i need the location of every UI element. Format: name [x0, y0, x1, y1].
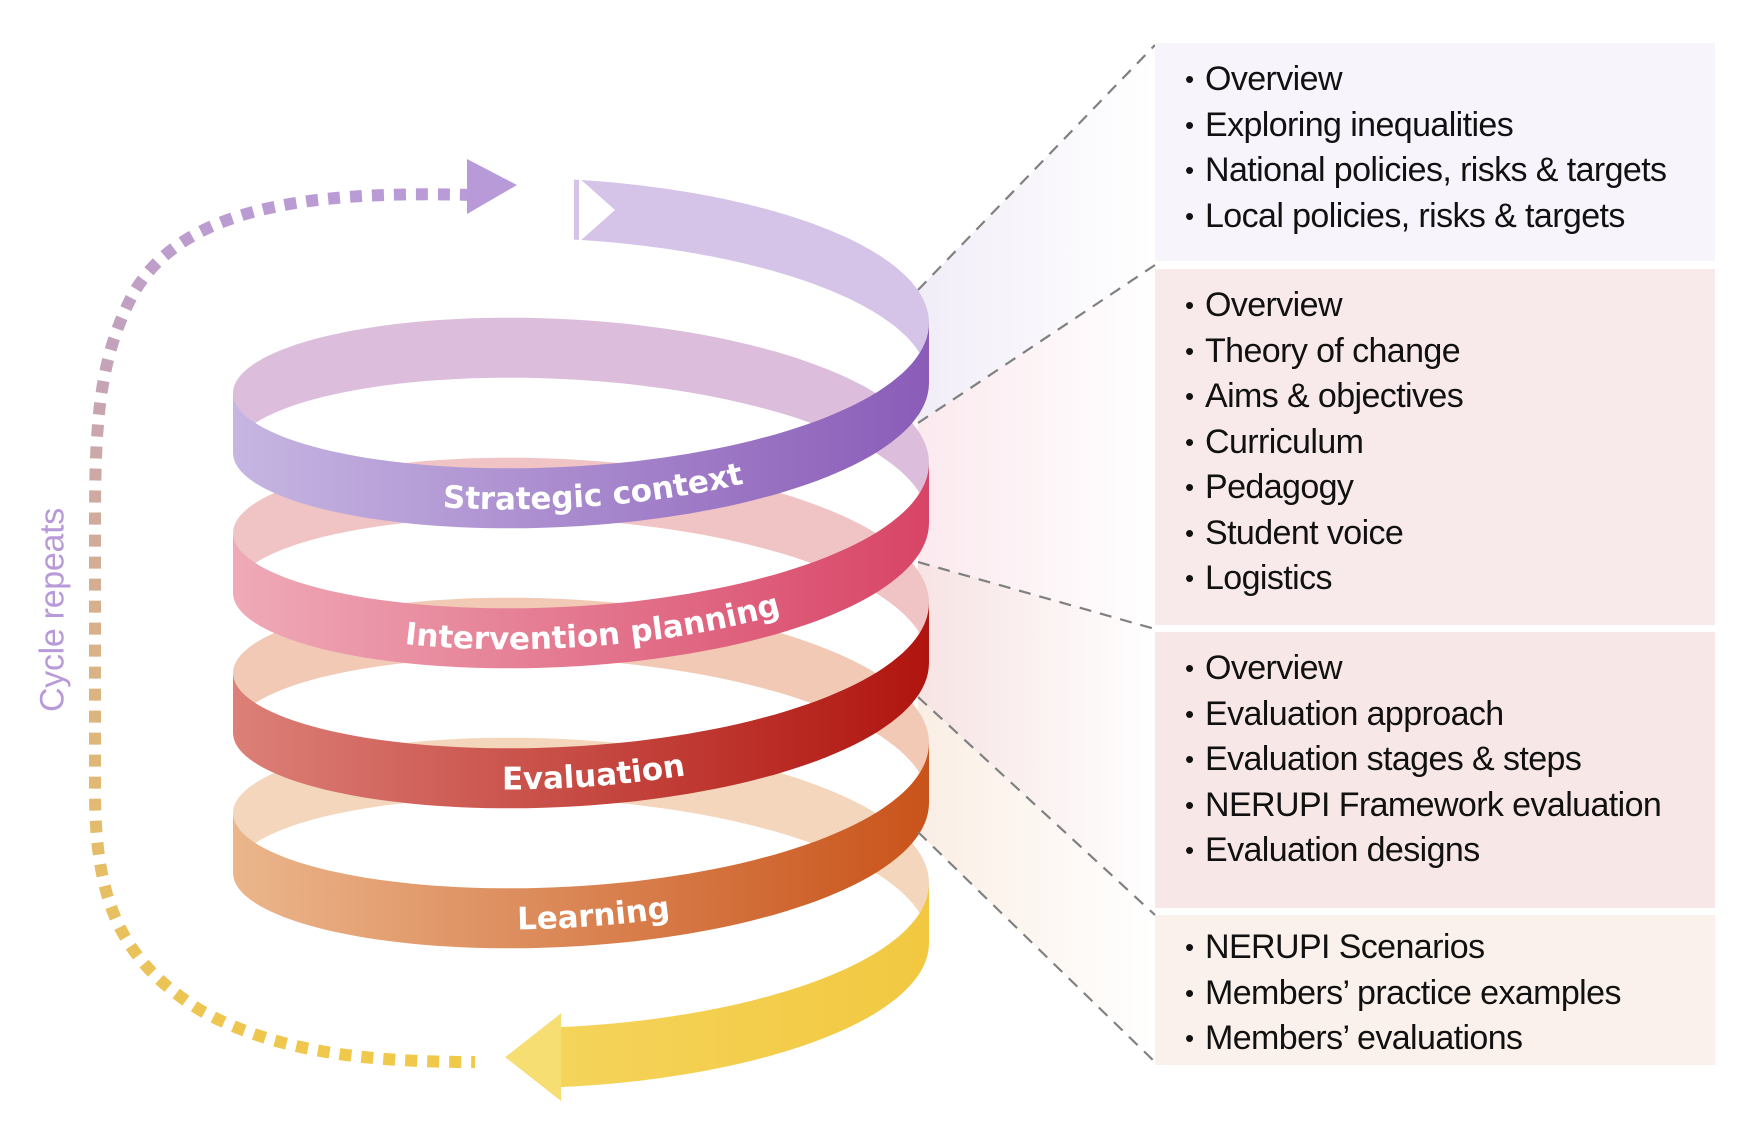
list-item[interactable]: • Logistics	[1185, 556, 1715, 602]
spiral-front-arcs	[233, 323, 929, 1102]
bullet-icon: •	[1185, 426, 1194, 457]
list-item-label: Aims & objectives	[1205, 377, 1464, 415]
panel-intervention-planning: • Overview • Theory of change • Aims & obje…	[1155, 269, 1715, 625]
list-item-label: Overview	[1205, 60, 1343, 98]
bullet-icon: •	[1185, 290, 1194, 320]
bullet-icon: •	[1185, 381, 1194, 411]
bullet-icon: •	[1185, 1023, 1194, 1053]
bullet-icon: •	[1185, 563, 1194, 593]
list-item-label: Members’ evaluations	[1205, 1019, 1523, 1057]
list-item-label: Evaluation stages & steps	[1205, 740, 1582, 778]
list-item[interactable]: • Pedagogy	[1185, 465, 1715, 511]
list-item-label: Evaluation approach	[1205, 694, 1504, 733]
dotted-cycle-path	[89, 188, 476, 1068]
list-item-label: Evaluation designs	[1205, 831, 1480, 869]
bullet-icon: •	[1185, 698, 1194, 729]
arrowhead-left-icon	[505, 1013, 562, 1102]
wedge-intervention-planning	[918, 265, 1155, 629]
bullet-icon: •	[1185, 932, 1194, 962]
list-item-label: Logistics	[1205, 559, 1332, 597]
list-item[interactable]: • National policies, risks & targets	[1185, 148, 1715, 194]
bullet-icon: •	[1185, 155, 1194, 185]
bullet-icon: •	[1185, 64, 1194, 94]
list-item[interactable]: • Overview	[1185, 57, 1715, 103]
bullet-icon: •	[1185, 789, 1194, 820]
list-item[interactable]: • Evaluation designs	[1185, 828, 1715, 874]
list-item[interactable]: • Members’ practice examples	[1185, 971, 1715, 1017]
spiral-start-band	[574, 179, 929, 386]
connector-dashed-lines	[917, 44, 1156, 1063]
bullet-icon: •	[1185, 977, 1194, 1008]
panel-strategic-context: • Overview • Exploring inequalities • Natio…	[1155, 43, 1715, 261]
bullet-icon: •	[1185, 200, 1194, 231]
wedge-evaluation	[918, 562, 1155, 915]
dashed-connector-line	[917, 44, 1156, 291]
spiral-back-arc	[233, 317, 929, 526]
spiral-front-arc	[233, 743, 929, 949]
dashed-connector-line	[917, 696, 1156, 916]
bullet-icon: •	[1185, 335, 1194, 366]
list-item-label: Curriculum	[1205, 422, 1364, 461]
list-item[interactable]: • Curriculum	[1185, 420, 1715, 466]
list-item-label: Student voice	[1205, 513, 1404, 552]
arrowhead-right-icon	[467, 159, 517, 214]
list-item[interactable]: • Evaluation approach	[1185, 692, 1715, 738]
list-item[interactable]: • Overview	[1185, 283, 1715, 329]
bullet-icon: •	[1185, 653, 1194, 683]
list-item[interactable]: • Overview	[1185, 646, 1715, 692]
list-item[interactable]: • Evaluation stages & steps	[1185, 737, 1715, 783]
list-item-label: NERUPI Scenarios	[1205, 928, 1485, 966]
list-item-label: Overview	[1205, 286, 1343, 324]
panel-evaluation: • Overview • Evaluation approach • Evaluati…	[1155, 632, 1715, 908]
bullet-icon: •	[1185, 744, 1194, 774]
spiral-front-arc	[233, 463, 929, 669]
list-item[interactable]: • Student voice	[1185, 511, 1715, 557]
list-item-label: Members’ practice examples	[1205, 973, 1621, 1012]
spiral-end-arc	[559, 883, 929, 1088]
dashed-connector-line	[917, 264, 1156, 424]
panel-list: • Overview • Exploring inequalities • Natio…	[1185, 57, 1715, 239]
panel-list: • Overview • Theory of change • Aims & obje…	[1185, 283, 1715, 602]
bullet-icon: •	[1185, 835, 1194, 865]
list-item-label: Theory of change	[1205, 331, 1461, 370]
list-item-label: Overview	[1205, 649, 1343, 687]
bullet-icon: •	[1185, 472, 1194, 502]
panel-list: • Overview • Evaluation approach • Evaluati…	[1185, 646, 1715, 874]
list-item-label: NERUPI Framework evaluation	[1205, 785, 1662, 824]
list-item-label: Pedagogy	[1205, 468, 1354, 506]
cycle-repeats-dotted-arrow	[89, 159, 517, 1068]
list-item[interactable]: • Members’ evaluations	[1185, 1016, 1715, 1062]
list-item[interactable]: • Theory of change	[1185, 329, 1715, 375]
list-item[interactable]: • NERUPI Scenarios	[1185, 925, 1715, 971]
connector-wedges	[918, 45, 1155, 1062]
list-item[interactable]: • Local policies, risks & targets	[1185, 194, 1715, 240]
wedge-learning	[918, 697, 1155, 1062]
panel-learning: • NERUPI Scenarios • Members’ practice exa…	[1155, 915, 1715, 1065]
bullet-icon: •	[1185, 517, 1194, 548]
list-item[interactable]: • Aims & objectives	[1185, 374, 1715, 420]
panel-list: • NERUPI Scenarios • Members’ practice exa…	[1185, 925, 1715, 1062]
band-tail-notch	[579, 178, 615, 242]
dashed-connector-line	[917, 831, 1156, 1063]
cycle-repeats-label: Cycle repeats	[33, 508, 72, 712]
list-item[interactable]: • Exploring inequalities	[1185, 103, 1715, 149]
bullet-icon: •	[1185, 109, 1194, 140]
spiral-front-arc	[233, 323, 929, 529]
wedge-strategic-context	[918, 45, 1155, 423]
spiral-front-arc	[233, 603, 929, 809]
list-item-label: National policies, risks & targets	[1205, 151, 1667, 189]
list-item[interactable]: • NERUPI Framework evaluation	[1185, 783, 1715, 829]
list-item-label: Local policies, risks & targets	[1205, 196, 1625, 235]
list-item-label: Exploring inequalities	[1205, 105, 1514, 144]
